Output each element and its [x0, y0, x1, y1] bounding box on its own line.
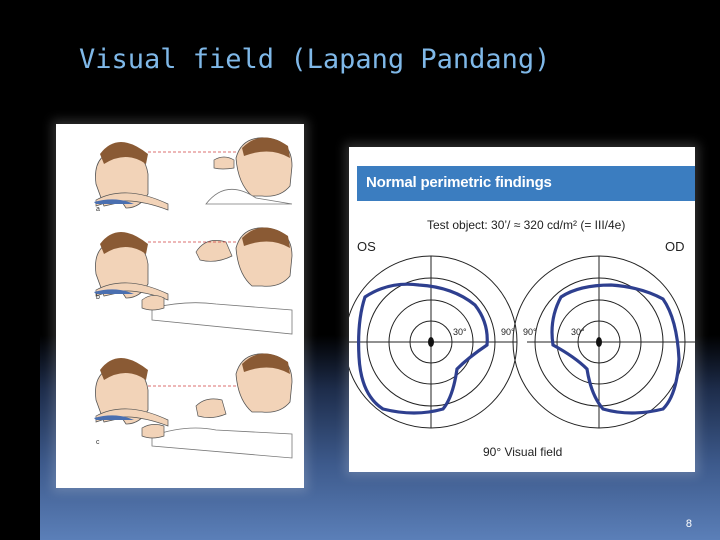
page-number: 8 — [685, 518, 692, 530]
scene-a — [94, 137, 293, 211]
right-eye-field-boundary — [550, 283, 681, 415]
left-30-degree-label: 30° — [453, 327, 467, 337]
scene-label-c: c — [96, 439, 100, 446]
slide-left-strip — [0, 0, 40, 540]
left-eye-field-boundary — [357, 282, 489, 415]
right-eye-chart — [512, 255, 695, 429]
confrontation-drawings — [94, 137, 293, 459]
confrontation-test-illustration: a b c — [56, 124, 304, 488]
visual-field-charts — [349, 255, 695, 429]
scene-label-b: b — [96, 294, 100, 301]
right-eye-label: OD — [665, 239, 685, 254]
figure-title: Normal perimetric findings — [366, 174, 552, 191]
scene-c — [94, 353, 293, 459]
visual-field-caption: 90° Visual field — [483, 445, 563, 459]
figure-header: Normal perimetric findings — [357, 166, 695, 201]
left-90-degree-label: 90° — [501, 327, 515, 337]
scene-label-a: a — [96, 206, 100, 213]
test-object-label: Test object: 30’/ ≈ 320 cd/m² (= III/4e) — [427, 218, 626, 232]
right-90-degree-label: 90° — [523, 327, 537, 337]
perimetric-findings-figure: Normal perimetric findings Test object: … — [349, 147, 695, 472]
right-30-degree-label: 30° — [571, 327, 585, 337]
scene-b — [94, 227, 293, 335]
left-eye-label: OS — [357, 239, 376, 254]
left-eye-chart — [349, 255, 518, 429]
slide-title: Visual field (Lapang Pandang) — [79, 44, 551, 75]
